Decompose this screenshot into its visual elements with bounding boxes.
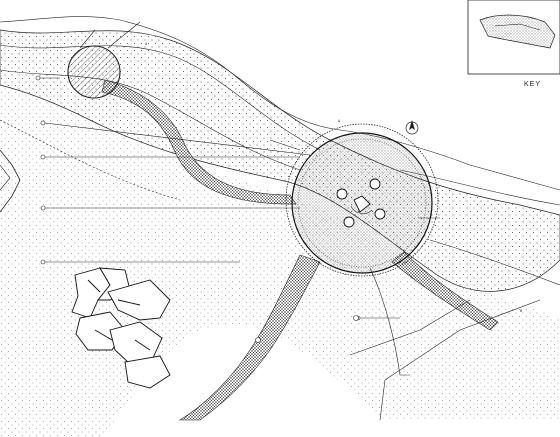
connector-line [79,29,96,49]
key-plan-inset [467,0,560,75]
tag-b-east: B [520,309,522,313]
walkway-line [379,299,541,421]
contour-line [0,119,181,201]
key-plan-label: KEY [524,81,541,88]
central-seating-group [336,178,386,228]
callout-leaders [35,75,440,321]
contour-line [0,44,321,151]
south-paved-path [178,254,321,421]
north-arrow-icon [405,120,419,135]
tag-a-upper: A [145,42,148,46]
plaza-outer-ring [285,123,439,277]
small-round-feature [67,45,121,99]
east-paved-path [391,251,499,331]
contour-line [0,69,301,171]
walkway-line [369,267,410,376]
plaza-ring [297,138,427,268]
house-roof-plan [71,267,171,389]
walkway-line [349,299,471,356]
connector-line [107,21,141,49]
marker-dot [255,337,261,343]
marker-dot [353,315,359,321]
building-footprint-left [0,149,21,213]
tag-a-plaza: A [338,119,341,123]
contour-line [429,239,560,286]
